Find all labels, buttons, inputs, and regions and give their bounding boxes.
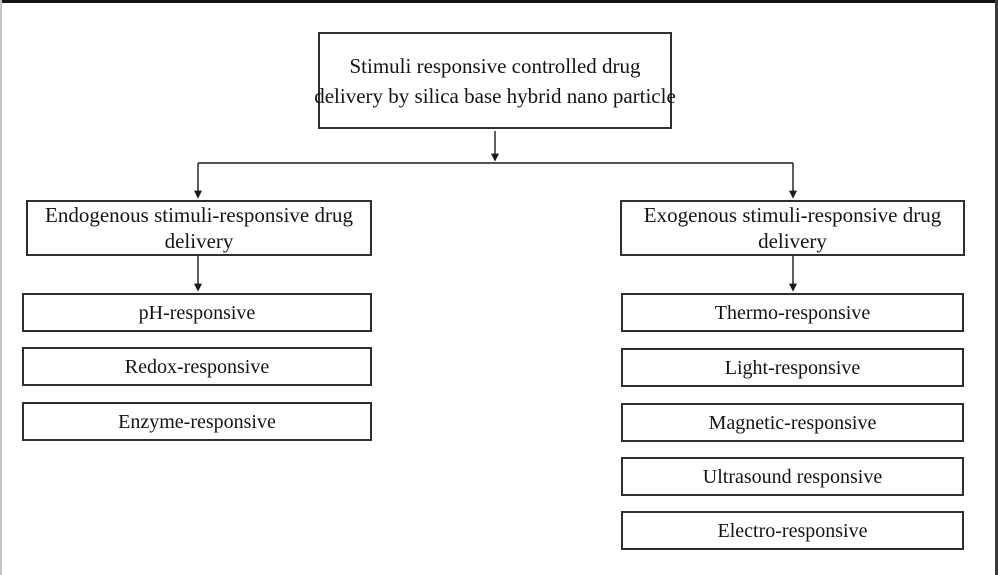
node-redox-responsive: Redox-responsive — [22, 347, 372, 386]
node-root: Stimuli responsive controlled drug deliv… — [314, 32, 676, 129]
page-top-border — [0, 0, 998, 3]
node-magnetic-responsive: Magnetic-responsive — [621, 403, 964, 442]
node-root-line-1: Stimuli responsive controlled drug — [349, 53, 641, 78]
node-ultrasound-responsive: Ultrasound responsive — [621, 457, 964, 496]
node-endogenous-header: Endogenous stimuli-responsive drug deliv… — [26, 200, 372, 256]
node-endogenous-line-1: Endogenous stimuli-responsive drug — [45, 203, 353, 227]
node-electro-responsive: Electro-responsive — [621, 511, 964, 550]
page-right-border — [995, 0, 998, 575]
node-exogenous-header: Exogenous stimuli-responsive drug delive… — [620, 200, 965, 256]
node-exogenous-line-1: Exogenous stimuli-responsive drug — [643, 203, 942, 227]
page-left-border — [0, 0, 2, 575]
node-ph-responsive: pH-responsive — [22, 293, 372, 332]
node-enzyme-responsive: Enzyme-responsive — [22, 402, 372, 441]
node-root-line-2: delivery by silica base hybrid nano part… — [314, 83, 676, 108]
node-exogenous-line-2: delivery — [758, 229, 827, 253]
node-endogenous-line-2: delivery — [164, 229, 234, 253]
node-thermo-responsive: Thermo-responsive — [621, 293, 964, 332]
node-light-responsive: Light-responsive — [621, 348, 964, 387]
